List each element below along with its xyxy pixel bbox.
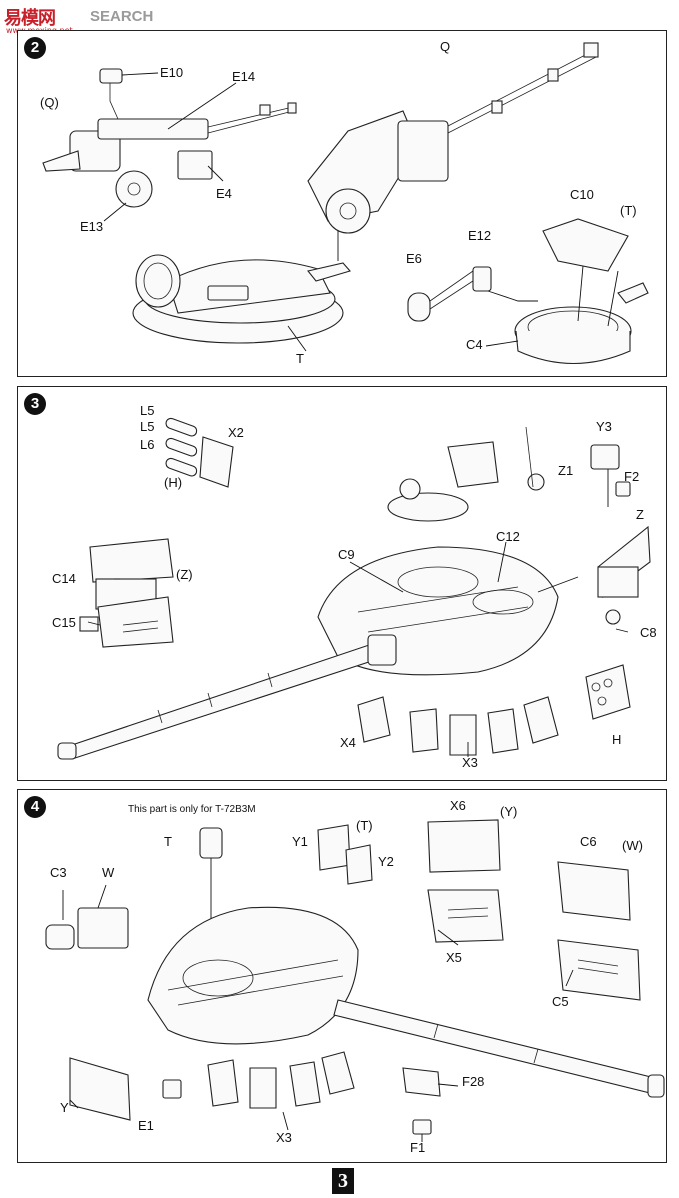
label-e4: E4 (216, 186, 232, 201)
watermark-logo-text: 易模网 (4, 8, 56, 29)
label-f28: F28 (462, 1074, 485, 1089)
step-4-drawing (45, 819, 665, 1142)
label-x5: X5 (446, 950, 462, 965)
label-t-group: (T) (356, 818, 373, 833)
step-4-note: This part is only for T-72B3M (128, 804, 256, 815)
label-h: H (612, 732, 622, 747)
label-t: T (296, 351, 304, 366)
step-4-badge: 4 (24, 796, 46, 818)
label-f1: F1 (410, 1140, 426, 1155)
label-c4: C4 (466, 337, 483, 352)
step-3-badge: 3 (24, 393, 46, 415)
label-q-group: (Q) (40, 95, 59, 110)
label-x2: X2 (228, 425, 244, 440)
label-l6: L6 (140, 437, 155, 452)
label-y-group: (Y) (500, 804, 518, 819)
label-z1: Z1 (558, 463, 574, 478)
label-t: T (164, 834, 172, 849)
q-gun-large (307, 42, 599, 261)
label-f2: F2 (624, 469, 640, 484)
label-l5-a: L5 (140, 403, 155, 418)
label-e10: E10 (160, 65, 184, 80)
label-x6: X6 (450, 798, 466, 813)
step-3-leader-lines (87, 469, 629, 757)
label-y2: Y2 (378, 854, 394, 869)
label-c15: C15 (52, 615, 76, 630)
label-c3: C3 (50, 865, 67, 880)
label-z-group: (Z) (176, 567, 193, 582)
watermark-search-text: SEARCH (90, 8, 154, 25)
t-ring-subassembly (407, 218, 649, 364)
label-c9: C9 (338, 547, 355, 562)
x3-armor-plates (357, 696, 559, 756)
label-c6: C6 (580, 834, 597, 849)
label-c5: C5 (552, 994, 569, 1009)
w-stowage-box (557, 861, 641, 1001)
step-2-badge: 2 (24, 37, 46, 59)
label-y: Y (60, 1100, 69, 1115)
main-gun-barrel (57, 634, 397, 760)
label-w-group: (W) (622, 838, 643, 853)
z-stowage-box-group (79, 538, 174, 648)
label-q: Q (440, 39, 451, 54)
label-t-group: (T) (620, 203, 637, 218)
label-x3: X3 (462, 755, 478, 770)
label-e13: E13 (80, 219, 104, 234)
label-y3: Y3 (596, 419, 612, 434)
label-c12: C12 (496, 529, 520, 544)
step-2-leader-lines (103, 72, 519, 352)
label-c14: C14 (52, 571, 76, 586)
label-l5-b: L5 (140, 419, 155, 434)
label-z: Z (636, 507, 644, 522)
turret-hull-step-4 (45, 906, 359, 1045)
t-optional-parts (317, 824, 373, 885)
step-2-panel: 2 (Q) E10 E14 E4 E13 Q (T) C10 E12 E6 C4… (17, 30, 667, 377)
step-4-panel: 4 This part is only for T-72B3M T (T) Y1… (17, 789, 667, 1163)
x3-armor-plates-step-4 (207, 1051, 355, 1109)
page-number: 3 (332, 1168, 354, 1194)
label-e12: E12 (468, 228, 492, 243)
label-x4: X4 (340, 735, 356, 750)
step-4-leader-lines (62, 884, 574, 1142)
turret-hull (317, 441, 559, 676)
step-3-panel: 3 L5 L5 L6 X2 (H) Y3 Z1 F2 Z C9 C12 C14 … (17, 386, 667, 781)
q-gun-subassembly (42, 68, 297, 208)
t-cupola-subassembly (132, 254, 351, 344)
y-stowage-box (427, 819, 504, 943)
label-h-group: (H) (164, 475, 183, 490)
label-e1: E1 (138, 1118, 154, 1133)
main-gun-barrel-step-4 (333, 999, 665, 1098)
label-c10: C10 (570, 187, 594, 202)
step-3-drawing (57, 417, 651, 760)
label-e6: E6 (406, 251, 422, 266)
label-e14: E14 (232, 69, 256, 84)
label-c8: C8 (640, 625, 657, 640)
label-w: W (102, 865, 115, 880)
h-smoke-launchers-group (165, 417, 234, 488)
right-small-parts (525, 426, 631, 720)
step-2-drawing (42, 42, 649, 364)
z-box-right (597, 525, 651, 598)
label-x3: X3 (276, 1130, 292, 1145)
label-y1: Y1 (292, 834, 308, 849)
